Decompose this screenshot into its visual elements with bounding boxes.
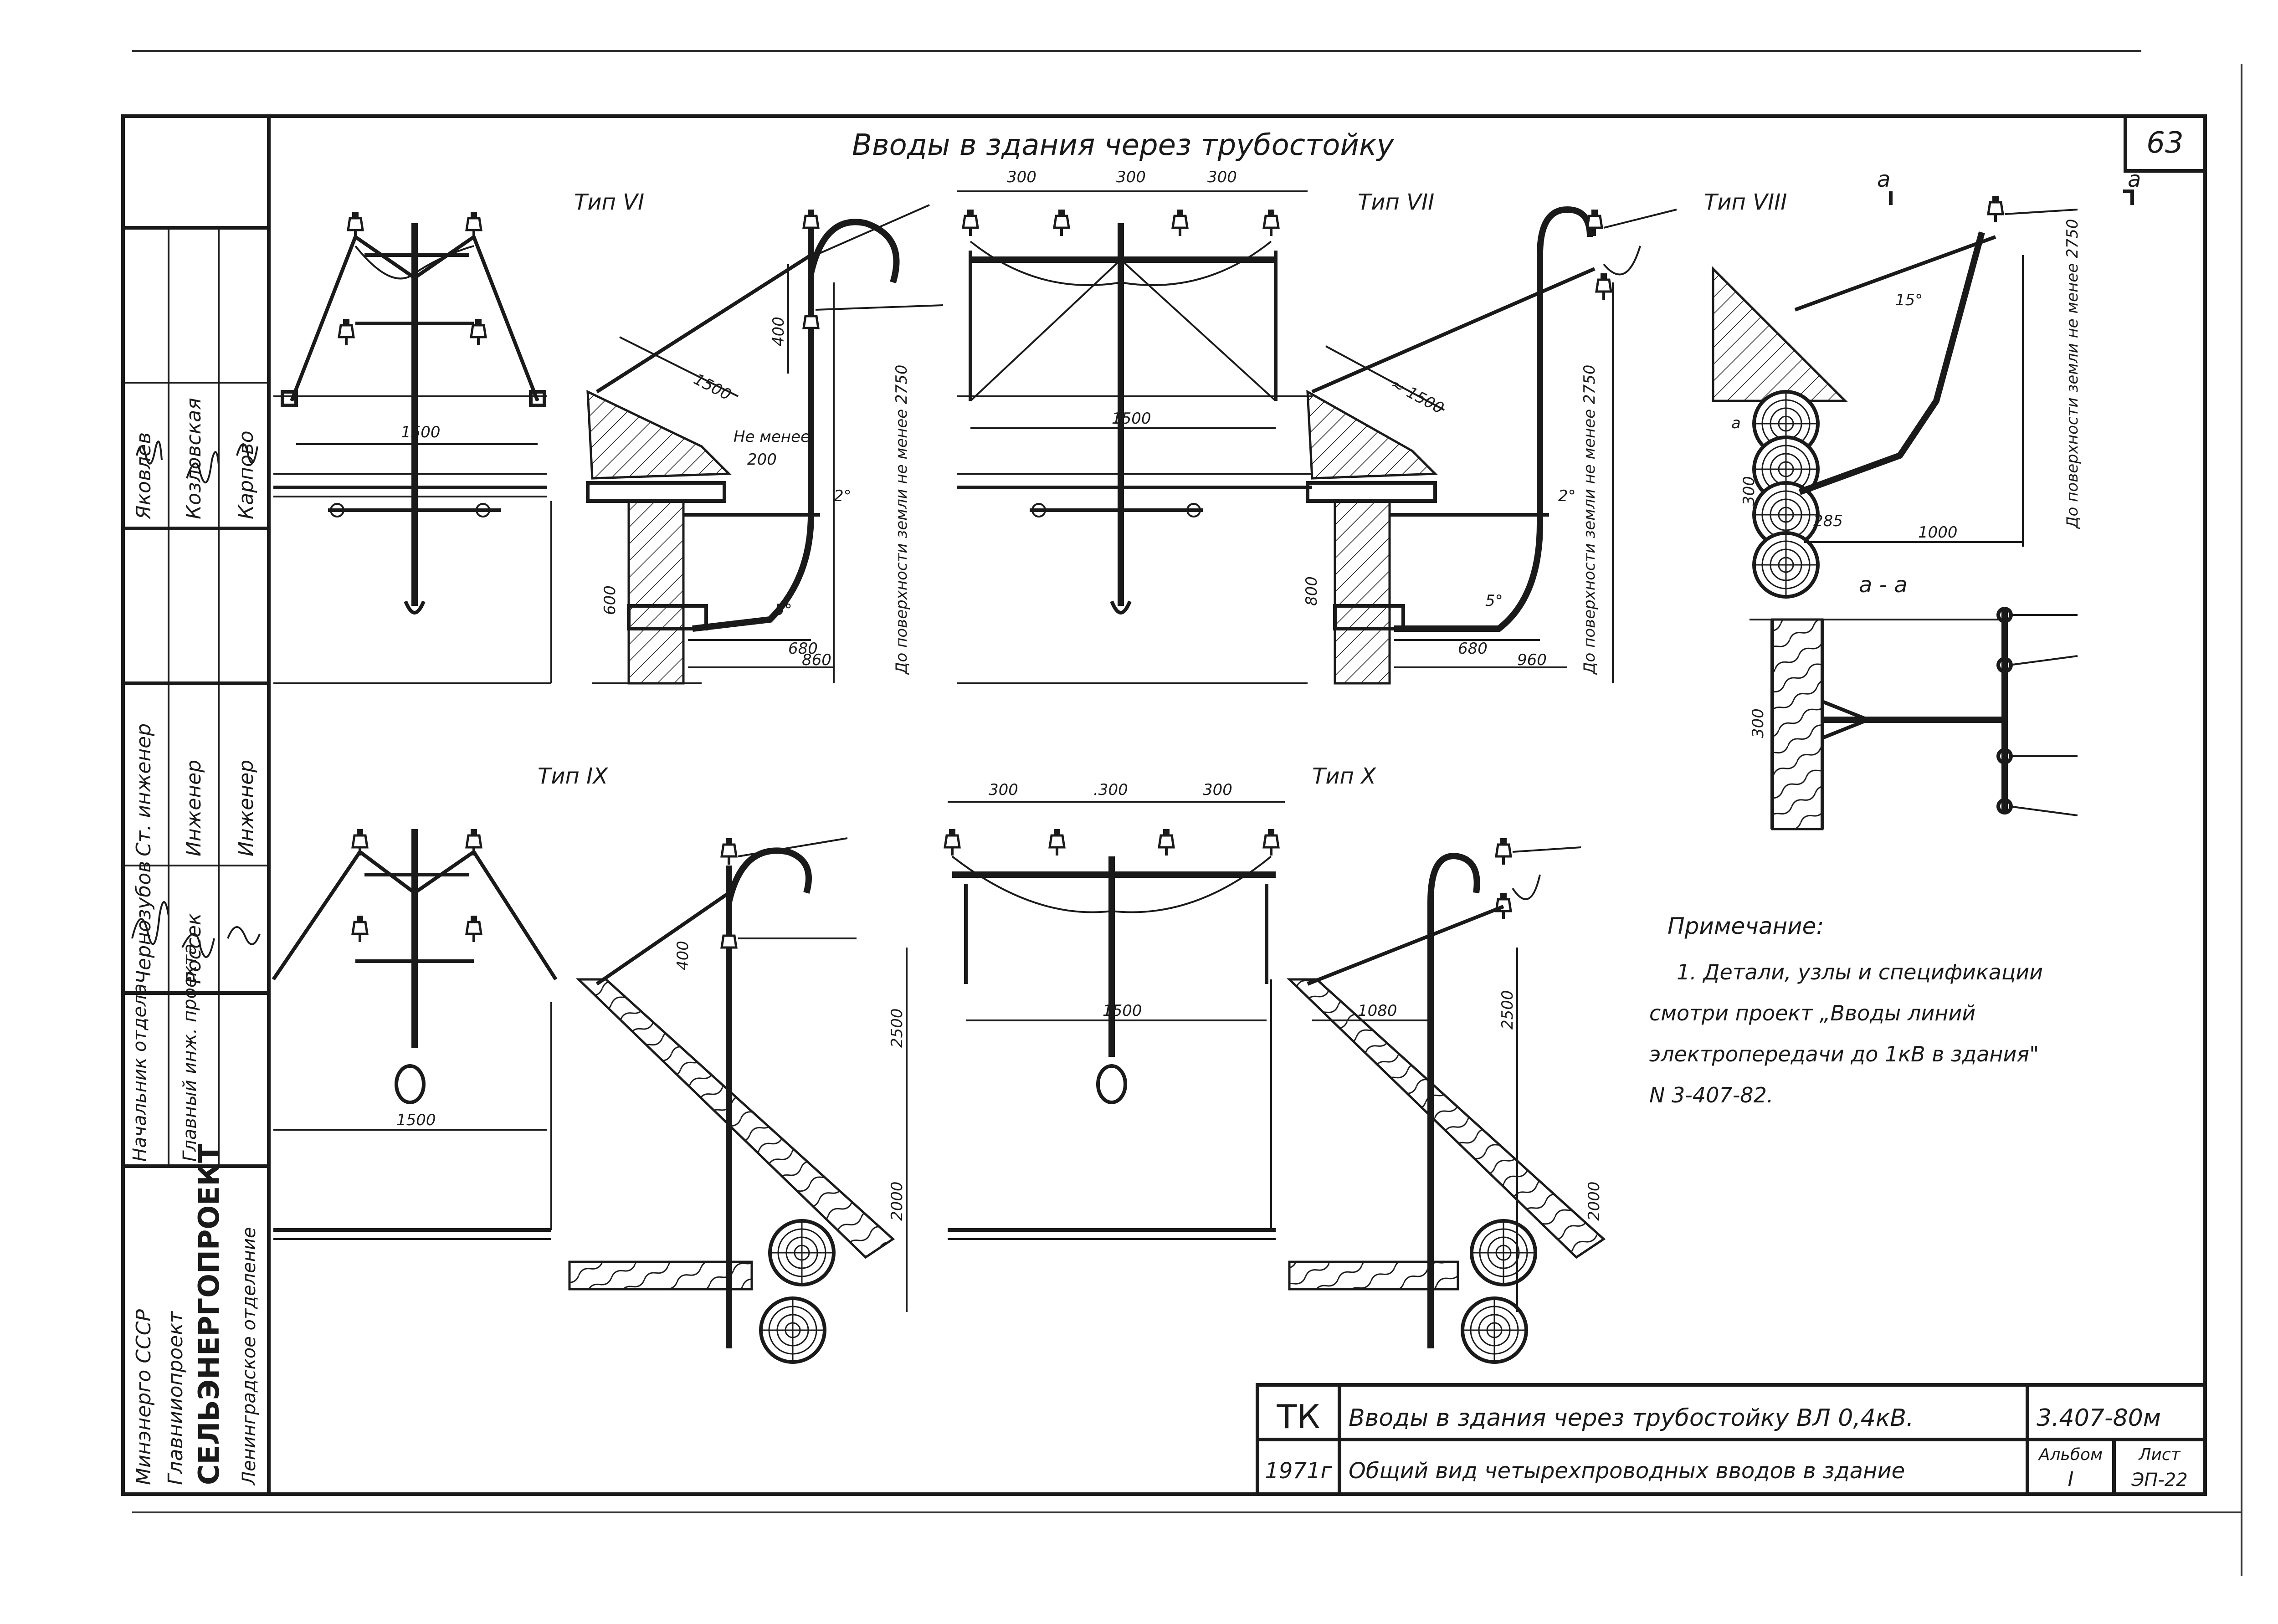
stamp-org-2: Главнииопроект <box>164 1311 187 1485</box>
dim-300-t8: 300 <box>1740 476 1758 506</box>
type-6-wall <box>273 395 547 497</box>
title-block: ТК 1971г Вводы в здания через трубостойк… <box>1256 1383 2207 1496</box>
label-type-7: Тип VII <box>1358 190 1434 215</box>
type-10-front: 300 .300 300 1500 <box>945 781 1285 1240</box>
dim-400-t9: 400 <box>674 941 692 970</box>
dim-300-section: 300 <box>1749 708 1767 738</box>
dim-800-t7: 800 <box>1303 576 1321 606</box>
dim-300-a-t7: 300 <box>1007 168 1036 186</box>
title-sub: Общий вид четырехпроводных вводов в здан… <box>1349 1458 1905 1484</box>
title-code: ТК <box>1276 1398 1320 1436</box>
dim-860-t6: 860 <box>802 651 831 669</box>
ground-text-t8: До поверхности земли не менее 2750 <box>2063 219 2082 529</box>
stamp-role-2: Инженер <box>182 760 205 856</box>
type-9-side: 2500 2000 400 <box>568 838 908 1362</box>
sheet-title: Вводы в здания через трубостойку <box>852 128 1395 162</box>
note-heading: Примечание: <box>1667 913 1824 939</box>
signatures <box>131 441 261 958</box>
stamp-role-5: Главный инж. проекта <box>180 943 200 1162</box>
dim-2deg-t6: 2° <box>834 487 852 505</box>
section-a-a: 300 <box>1749 607 2078 830</box>
dim-notless-t6: Не менее <box>734 428 810 446</box>
dim-1500-t6: 1500 <box>401 423 441 441</box>
note-line-3: электропередачи до 1кВ в здания" <box>1649 1042 2039 1066</box>
dim-2500-t10: 2500 <box>1498 990 1517 1030</box>
dim-680-t6: 680 <box>788 640 818 658</box>
dim-400-t6: 400 <box>770 317 788 346</box>
type-6-front: 1500 <box>273 212 552 684</box>
dim-300-c-t7: 300 <box>1207 168 1237 186</box>
stamp-org-3: СЕЛЬЭНЕРГОПРОЕКТ <box>192 1144 226 1485</box>
dim-300-a-t10: 300 <box>989 781 1018 799</box>
stamp-org-1: Минэнерго СССР <box>132 1309 155 1485</box>
album-label: Альбом <box>2038 1445 2103 1464</box>
note-line-2: смотри проект „Вводы линий <box>1649 1001 1975 1025</box>
dim-300-b-t7: 300 <box>1116 168 1146 186</box>
dim-300-c-t10: 300 <box>1203 781 1232 799</box>
type-8-view: 15° 300 285 1000 До поверхности земли не… <box>1712 190 2134 597</box>
type-7-front: 300 300 300 1500 <box>957 168 1312 684</box>
stamp-name-1: Яковлев <box>132 432 155 520</box>
type-7-side: 800 ≈ 1500 2° 5° 680 960 До поверхности … <box>1303 206 1677 685</box>
note-line-1: 1. Детали, узлы и спецификации <box>1677 960 2043 984</box>
dim-1500a-t7: ≈ 1500 <box>1388 375 1447 418</box>
dim-960-t7: 960 <box>1517 651 1547 669</box>
type-9-front: 1500 <box>272 829 558 1240</box>
label-type-10: Тип X <box>1312 763 1376 789</box>
stamp-name-3: Карпово <box>235 430 258 519</box>
dim-1500-t10: 1500 <box>1103 1002 1142 1020</box>
stamp-org-4: Ленинградское отделение <box>239 1227 260 1486</box>
section-label: а - а <box>1859 572 1908 598</box>
label-type-6: Тип VI <box>574 190 644 215</box>
side-stamp: Яковлев Козловская Карпово Ст. инженер И… <box>123 226 269 1486</box>
dim-1080-t10: 1080 <box>1358 1002 1397 1020</box>
dim-2000-t9: 2000 <box>888 1181 906 1221</box>
dim-2deg-t7: 2° <box>1558 487 1576 505</box>
ground-text-t6: До поверхности земли не менее 2750 <box>893 364 911 675</box>
note-block: Примечание: 1. Детали, узлы и спецификац… <box>1649 913 2043 1107</box>
dim-5deg-t6: 5° <box>775 601 792 619</box>
sheet-value: ЭП-22 <box>2131 1470 2187 1491</box>
stamp-role-3: Инженер <box>235 760 258 856</box>
title-year: 1971г <box>1265 1458 1332 1484</box>
stamp-role-1: Ст. инженер <box>132 723 155 856</box>
dim-2500-t9: 2500 <box>888 1008 906 1048</box>
stamp-role-4: Начальник отдела <box>129 984 150 1162</box>
dim-1500-t7: 1500 <box>1112 410 1151 428</box>
label-type-8: Тип VIII <box>1704 190 1787 215</box>
dim-285-t8: 285 <box>1813 512 1843 530</box>
label-type-9: Тип IX <box>538 763 608 789</box>
note-line-4: N 3-407-82. <box>1649 1083 1773 1107</box>
type-6-side: 400 600 1500 Не менее 200 2° 5° 680 860 … <box>586 204 944 685</box>
outer-frame <box>121 50 2242 1576</box>
dim-1000-t8: 1000 <box>1918 523 1958 542</box>
dim-600-t6: 600 <box>601 585 619 615</box>
dim-300-b-t10: .300 <box>1093 781 1128 799</box>
page-number: 63 <box>2146 126 2183 160</box>
dim-2000-t10: 2000 <box>1585 1181 1603 1221</box>
dim-1500-t6-side: 1500 <box>691 370 734 404</box>
album-value: I <box>2068 1468 2074 1491</box>
page-number-box: 63 <box>2124 114 2207 173</box>
section-mark-1: а <box>1877 167 1890 192</box>
dim-15deg-t8: 15° <box>1895 291 1923 309</box>
dim-680-t7: 680 <box>1458 640 1488 658</box>
sheet-label: Лист <box>2138 1445 2181 1464</box>
section-mark-2: а <box>2128 167 2141 192</box>
ground-text-t7: До поверхности земли не менее 2750 <box>1580 364 1599 675</box>
stamp-name-2: Козловская <box>182 398 205 519</box>
title-project: 3.407-80м <box>2037 1404 2161 1432</box>
dim-5deg-t7: 5° <box>1485 592 1503 610</box>
title-main: Вводы в здания через трубостойку ВЛ 0,4к… <box>1349 1404 1914 1432</box>
dim-1500-t9: 1500 <box>396 1111 436 1129</box>
type-10-side: 1080 2500 2000 <box>1286 838 1606 1362</box>
dim-200-t6: 200 <box>747 451 777 469</box>
section-mark-3: а <box>1731 414 1741 432</box>
